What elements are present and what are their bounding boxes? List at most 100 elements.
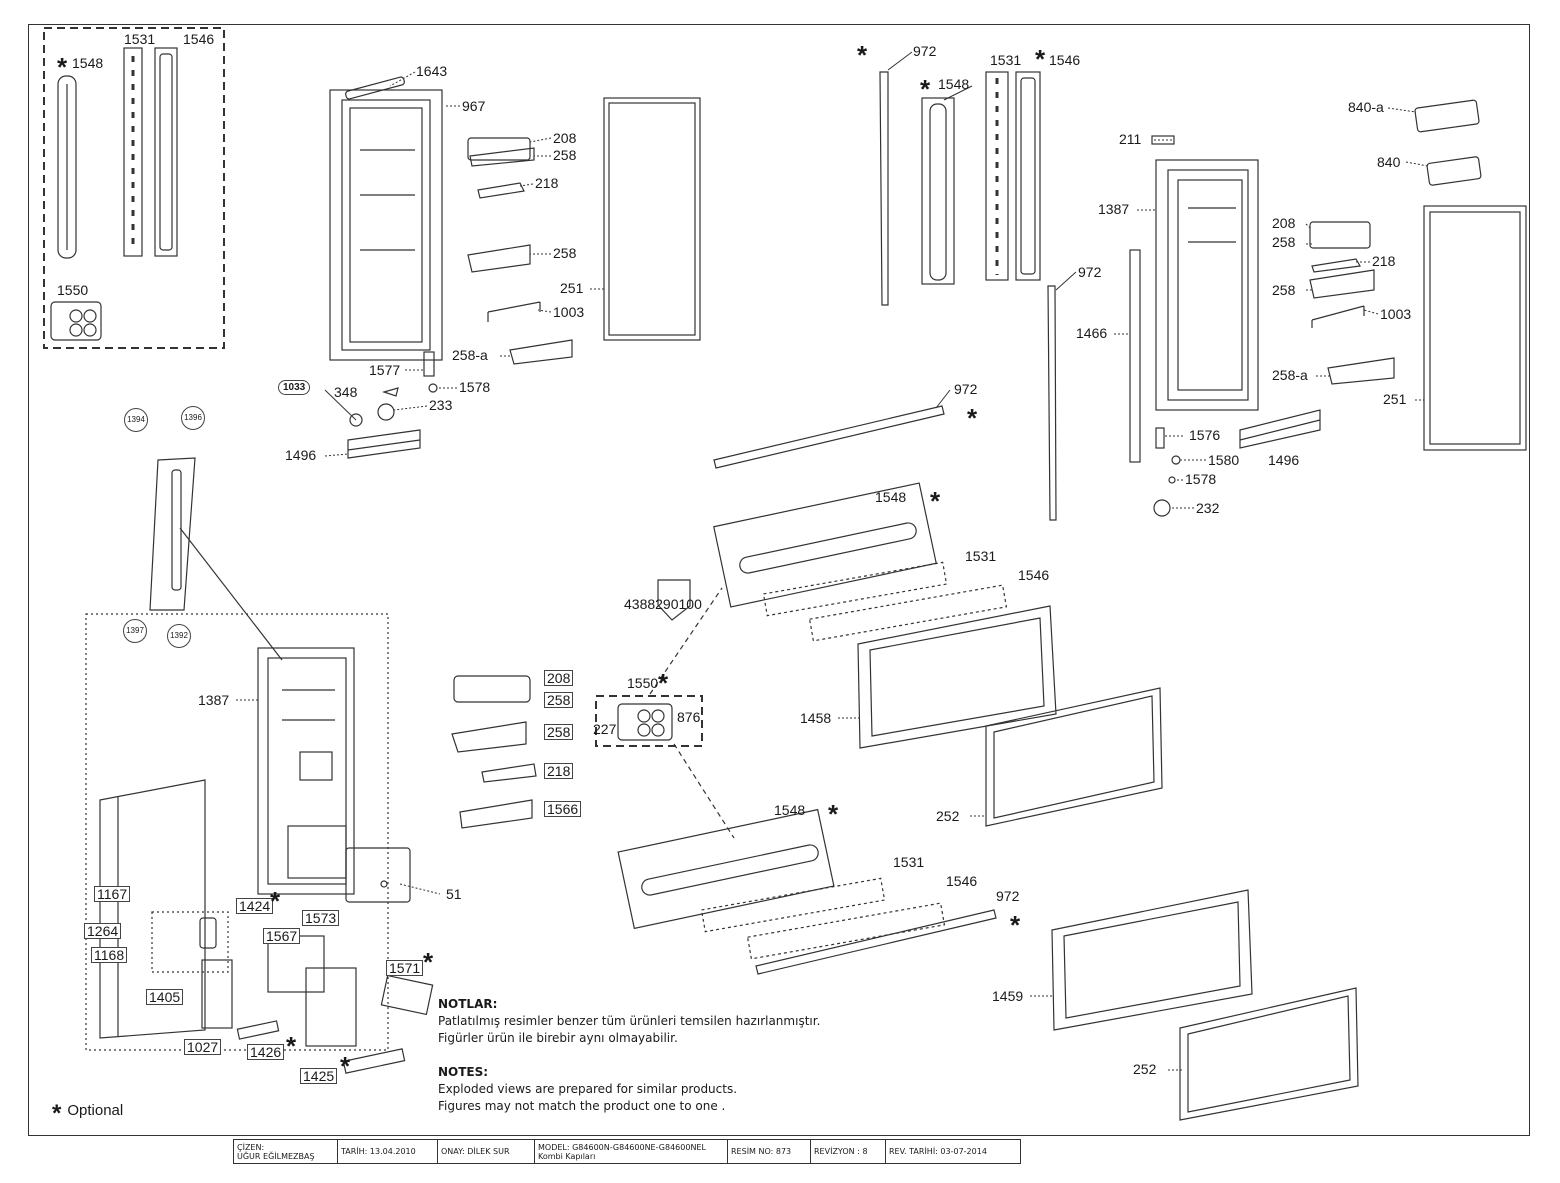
bracket-218-a [477, 182, 525, 199]
dotted-group-lower-left [85, 613, 389, 1051]
part-label-l1027: 1027 [184, 1039, 222, 1055]
plate-840 [1426, 156, 1482, 186]
drawing-number: RESİM NO: 873 [731, 1147, 792, 1156]
optional-legend-text: Optional [67, 1102, 124, 1119]
part-label-l1548c: 1548 [875, 489, 907, 505]
part-label-l1392: 1392 [167, 624, 191, 648]
revision-number: REVİZYON : 8 [814, 1147, 868, 1156]
kit-bag-1550-a [50, 301, 102, 341]
handle-box-1548-c [713, 482, 937, 608]
part-label-l1003b: 1003 [1380, 306, 1412, 322]
rail-1496-a [347, 429, 421, 459]
part-label-l972c: 972 [954, 381, 978, 397]
leader-panel [179, 527, 283, 661]
part-label-l1531c: 1531 [965, 548, 997, 564]
dispenser-panel [149, 457, 196, 611]
optional-star-icon: * [967, 403, 978, 433]
hinge-4388 [657, 579, 691, 621]
part-label-l51: 51 [446, 886, 462, 902]
shelf-208-a [467, 137, 531, 161]
notes-line-tr-2: Figürler ürün ile birebir aynı olmayabil… [438, 1031, 678, 1045]
part-label-l1426: 1426 [247, 1044, 285, 1060]
part-label-l1531b: 1531 [990, 52, 1022, 68]
handle-cover-1546-a [154, 47, 178, 257]
rail-1496-b [1239, 409, 1321, 449]
option-box-top-left [43, 27, 225, 349]
part-label-l1531a: 1531 [124, 31, 156, 47]
handle-1548-d [641, 844, 819, 896]
shelf-258-a [467, 244, 531, 273]
part-label-l208c: 208 [544, 670, 574, 686]
title-block-revision: REVİZYON : 8 [811, 1140, 886, 1163]
part-label-l1394: 1394 [124, 408, 148, 432]
part-label-l258b: 258 [553, 245, 577, 261]
part-label-l1168: 1168 [91, 947, 128, 963]
part-label-l252b: 252 [1133, 1061, 1157, 1077]
part-label-l1567: 1567 [263, 928, 301, 944]
optional-star-icon: * [828, 799, 839, 829]
part-label-l218c: 218 [544, 763, 574, 779]
handle-1548-a [57, 75, 77, 259]
leader-kit-up [649, 587, 723, 695]
hinge-parts-right [1153, 427, 1181, 517]
part-label-l876: 876 [677, 709, 701, 725]
part-label-l972b: 972 [1078, 264, 1102, 280]
dispenser-parts [199, 917, 434, 1074]
revision-date: REV. TARİHİ: 03-07-2014 [889, 1147, 987, 1156]
title-block-date: TARİH: 13.04.2010 [338, 1140, 438, 1163]
label-211 [1151, 135, 1175, 145]
part-label-l232: 232 [1196, 500, 1220, 516]
part-label-l258d: 258 [1272, 282, 1296, 298]
part-label-l348: 348 [334, 384, 358, 400]
model-name: MODEL: G84600N-G84600NE-G84600NEL [538, 1142, 706, 1152]
optional-star-icon: * [857, 40, 868, 70]
fridge-door-1387-a [1155, 159, 1259, 411]
part-label-l1387a: 1387 [1098, 201, 1130, 217]
part-label-l1466: 1466 [1076, 325, 1108, 341]
handle-cover-1546-b [1020, 77, 1036, 275]
trim-972-a [879, 71, 889, 306]
part-label-l1546d: 1546 [946, 873, 978, 889]
handle-box-1531-b [985, 71, 1009, 281]
part-label-l1548b: 1548 [938, 76, 970, 92]
door-gasket-251-b [1423, 205, 1527, 451]
shelf-208-b [1309, 221, 1371, 249]
part-label-l4388: 4388290100 [624, 596, 702, 612]
notes-title-tr: NOTLAR: [438, 997, 498, 1011]
part-label-l1573: 1573 [302, 910, 340, 926]
part-label-l233: 233 [429, 397, 453, 413]
optional-star-icon: * [270, 886, 281, 916]
title-block-model: MODEL: G84600N-G84600NE-G84600NEL Kombi … [535, 1140, 728, 1163]
optional-legend: * Optional [52, 1100, 123, 1128]
handle-box-1546-b [1015, 71, 1041, 281]
handle-1548-b [929, 103, 947, 281]
optional-star-icon: * [52, 1100, 62, 1127]
part-label-l967: 967 [462, 98, 486, 114]
part-label-l1571: 1571 [386, 960, 424, 976]
trim-972-b [1047, 285, 1057, 521]
part-label-l1577: 1577 [369, 362, 401, 378]
freezer-door-1387-b [257, 647, 355, 895]
optional-star-icon: * [920, 74, 931, 104]
part-label-l1458: 1458 [800, 710, 832, 726]
part-label-l1548a: 1548 [72, 55, 104, 71]
title-block-approved: ONAY: DİLEK SUR [438, 1140, 535, 1163]
kit-box-1550-b [595, 695, 703, 747]
rail-1003-b [1311, 305, 1365, 328]
part-label-l1576: 1576 [1189, 427, 1221, 443]
gasket-252-a [985, 687, 1163, 827]
title-block-drawn: ÇİZEN: UĞUR EĞİLMEZBAŞ [234, 1140, 338, 1163]
part-label-l1496a: 1496 [285, 447, 317, 463]
dispenser-cover-51 [345, 847, 411, 903]
notes-block: NOTLAR: Patlatılmış resimler benzer tüm … [438, 996, 820, 1115]
part-label-l258e: 258 [544, 692, 574, 708]
plate-840a [1414, 99, 1480, 133]
trim-972-d [755, 909, 997, 975]
part-label-l258aa: 258-a [452, 347, 488, 363]
part-label-l840a: 840-a [1348, 99, 1384, 115]
part-label-l1387b: 1387 [198, 692, 230, 708]
shelf-258-b [469, 147, 535, 167]
notes-title-en: NOTES: [438, 1065, 489, 1079]
handle-box-1546-d [746, 902, 946, 960]
optional-star-icon: * [1035, 44, 1046, 74]
